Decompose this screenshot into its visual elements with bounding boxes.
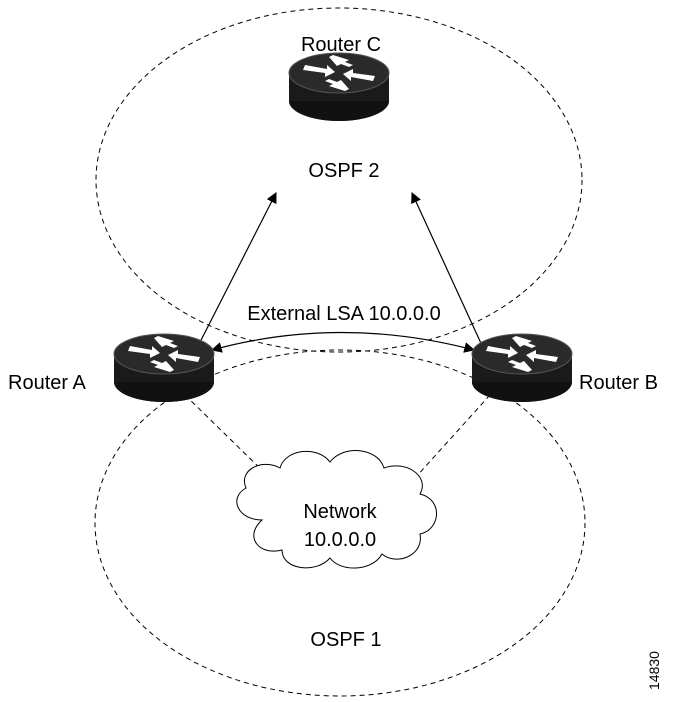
network-label-line2: 10.0.0.0 <box>304 529 376 551</box>
external-lsa-label: External LSA 10.0.0.0 <box>247 303 440 325</box>
arrow-a-to-c <box>194 192 277 353</box>
link-b-network <box>414 394 491 479</box>
figure-id-label: 14830 <box>646 651 662 690</box>
router-b-icon <box>471 333 573 403</box>
router-a-icon <box>113 333 215 403</box>
network-cloud-icon <box>236 450 437 569</box>
network-label-line1: Network <box>303 501 377 523</box>
ospf2-label: OSPF 2 <box>308 160 379 182</box>
external-lsa-arrow <box>210 331 476 353</box>
router-b-label: Router B <box>579 372 658 394</box>
router-a-label: Router A <box>8 372 86 394</box>
link-a-network <box>184 394 271 479</box>
arrow-b-to-c <box>411 192 486 353</box>
ospf1-label: OSPF 1 <box>310 629 381 651</box>
router-c-label: Router C <box>301 34 381 56</box>
router-c-icon <box>288 52 390 122</box>
